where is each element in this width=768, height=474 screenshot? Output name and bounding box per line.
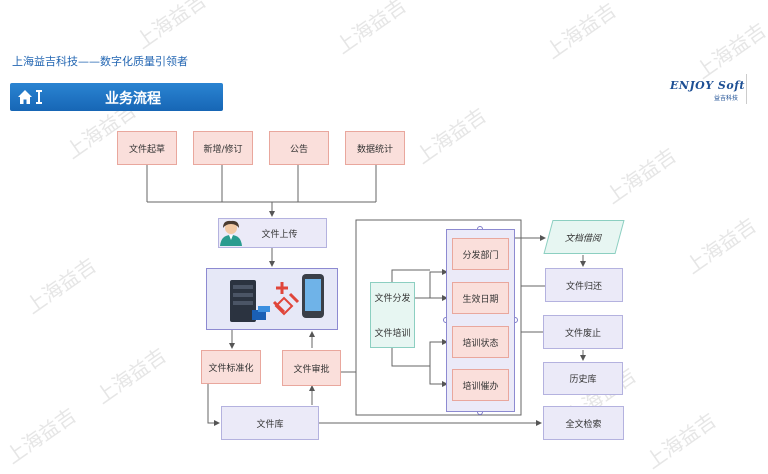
node-doc-draft: 文件起草 (117, 131, 177, 165)
node-abolish: 文件废止 (543, 315, 623, 349)
node-borrow: 文档借阅 (543, 220, 625, 254)
logo-divider (746, 74, 747, 104)
node-standardize: 文件标准化 (201, 350, 261, 384)
banner-title: 业务流程 (105, 91, 161, 107)
logo-subtitle: 益吉科技 (714, 95, 739, 102)
node-review: 文件审批 (282, 350, 341, 386)
node-upload: 文件上传 (218, 218, 327, 248)
user-icon (220, 220, 242, 246)
node-train-urge: 培训催办 (452, 369, 509, 401)
node-history: 历史库 (543, 362, 623, 395)
node-training-label: 文件培训 (374, 329, 411, 339)
node-effective-date: 生效日期 (452, 282, 509, 314)
flow-connectors (146, 165, 586, 426)
node-distribute-label: 文件分发 (374, 294, 411, 304)
node-return: 文件归还 (545, 268, 623, 302)
node-add-revise: 新增/修订 (193, 131, 253, 165)
node-train-status: 培训状态 (452, 326, 509, 358)
home-icon (18, 90, 42, 104)
node-library: 文件库 (221, 406, 319, 440)
company-tagline: 上海益吉科技——数字化质量引领者 (12, 55, 188, 68)
node-dept: 分发部门 (452, 238, 509, 270)
section-banner: 业务流程 (10, 83, 223, 111)
node-announce: 公告 (269, 131, 329, 165)
node-data-stats: 数据统计 (345, 131, 405, 165)
logo-brand: ENJOY Soft (670, 79, 746, 92)
company-logo: ENJOY Soft 益吉科技 (668, 74, 748, 104)
server-phone-icon (230, 274, 324, 322)
node-fulltext-search: 全文检索 (543, 406, 624, 440)
node-distribute-training: 文件分发 文件培训 (370, 282, 415, 348)
